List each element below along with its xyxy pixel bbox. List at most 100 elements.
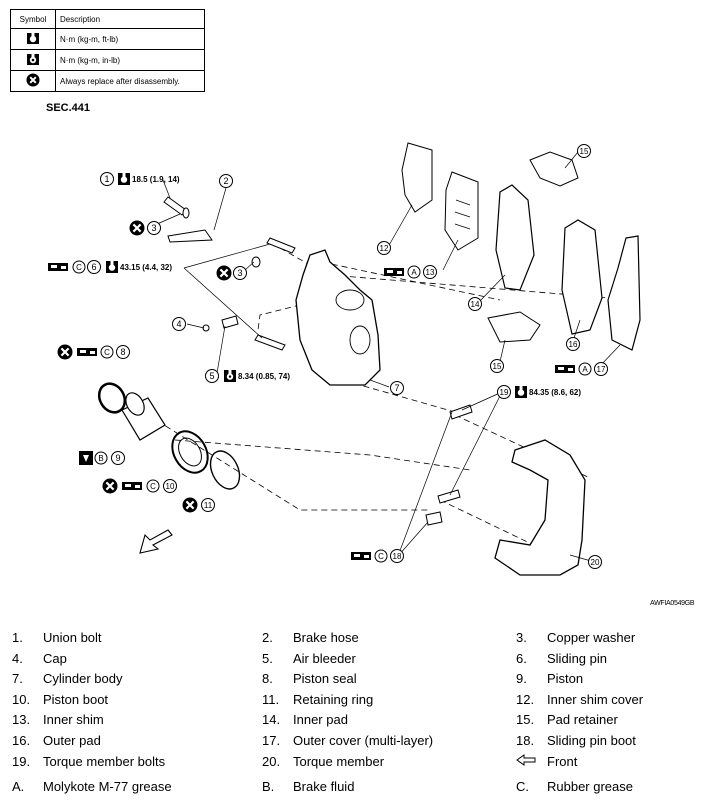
front-arrow-icon	[139, 529, 173, 554]
inner-shim-cover-part	[401, 142, 433, 213]
grease-icon	[77, 348, 97, 356]
letter-b: B	[98, 454, 103, 463]
svg-text:8: 8	[120, 347, 125, 357]
front-arrow-icon	[516, 753, 536, 766]
callout-4: 4	[172, 317, 186, 331]
symbol-description: N·m (kg-m, ft-lb)	[55, 28, 205, 50]
grease-icon	[122, 482, 142, 490]
legend-item-text: Brake fluid	[293, 779, 355, 795]
svg-text:9: 9	[115, 453, 120, 463]
torque-value-1: 18.5 (1.9, 14)	[132, 175, 180, 184]
svg-text:4: 4	[176, 319, 181, 329]
legend-item-number: A.	[12, 779, 25, 795]
legend-item-number: 15.	[516, 712, 535, 728]
svg-text:3: 3	[151, 223, 156, 233]
copper-washer-part	[182, 207, 190, 219]
legend-item-number	[516, 753, 536, 769]
legend-item-text: Piston seal	[293, 671, 357, 687]
brake-hose-part	[167, 229, 213, 243]
always-replace-icon	[215, 264, 233, 282]
legend-item-text: Molykote M-77 grease	[43, 779, 172, 795]
callout-9: 9	[111, 451, 125, 465]
callout-5: 5	[205, 369, 219, 383]
letter-c: C	[76, 263, 82, 272]
letter-a: A	[582, 365, 588, 374]
torque-value-6: 43.15 (4.4, 32)	[120, 263, 172, 272]
legend-item-number: 20.	[262, 753, 281, 769]
callout-14: 14	[468, 297, 482, 311]
legend-item-number: 12.	[516, 691, 535, 707]
legend-item-number: 13.	[12, 712, 31, 728]
legend-item-number: 5.	[262, 650, 273, 666]
symbol-header: Symbol	[10, 9, 56, 29]
svg-text:2: 2	[223, 176, 228, 186]
torque-value-19: 84.35 (8.6, 62)	[529, 388, 581, 397]
torque-member-bolt-part	[449, 404, 473, 420]
inner-pad-part	[495, 184, 535, 291]
description-header: Description	[55, 9, 205, 29]
grease-icon	[48, 263, 68, 271]
legend-item-number: 3.	[516, 630, 527, 645]
figure-code: AWFIA0549GB	[650, 600, 695, 607]
legend-item-text: Torque member bolts	[43, 753, 166, 769]
legend-item-text: Outer pad	[43, 732, 101, 748]
symbol-description: N·m (kg-m, in-lb)	[55, 49, 205, 71]
legend-item-text: Cap	[43, 650, 67, 666]
symbol-table: Symbol Description N·m (kg-m, ft-lb) N·m…	[10, 9, 205, 92]
svg-text:12: 12	[380, 244, 389, 253]
legend-item-number: 9.	[516, 671, 527, 687]
symbol-description: Always replace after disassembly.	[55, 70, 205, 92]
legend-item-number: 10.	[12, 691, 31, 707]
section-number: SEC.441	[46, 102, 91, 114]
svg-text:15: 15	[580, 147, 589, 156]
callout-2: 2	[219, 174, 233, 188]
legend-item-number: 16.	[12, 732, 31, 748]
legend-item-text: Inner shim	[43, 712, 104, 728]
legend-item-text: Piston	[547, 671, 584, 687]
legend-item-number: 19.	[12, 753, 31, 769]
torque-value-5: 8.34 (0.85, 74)	[238, 372, 290, 381]
svg-text:1: 1	[104, 174, 109, 184]
legend-item-number: C.	[516, 779, 529, 795]
always-replace-icon	[10, 70, 56, 92]
always-replace-icon	[181, 496, 199, 514]
callout-20: 20	[588, 555, 602, 569]
part-number-callouts: 1 2 3 3 4 5 6 7 8 9 10 11 12 13 14 15 15…	[87, 144, 608, 569]
callout-15a: 15	[577, 144, 591, 158]
legend-item-text: Front	[547, 753, 578, 769]
torque-wrench-icon	[10, 28, 56, 50]
brake-fluid-icon	[79, 451, 93, 465]
svg-text:18: 18	[393, 552, 402, 561]
svg-text:3: 3	[237, 268, 242, 278]
legend-item-text: Piston boot	[43, 691, 109, 707]
always-replace-icon	[101, 477, 119, 495]
svg-text:14: 14	[471, 300, 480, 309]
legend-item-number: 11.	[262, 691, 280, 707]
svg-text:19: 19	[500, 388, 509, 397]
legend-item-number: 1.	[12, 630, 23, 645]
torque-wrench-icon	[106, 261, 118, 273]
callout-6: 6	[87, 260, 101, 274]
legend-item-number: 6.	[516, 650, 527, 666]
legend-item-text: Inner pad	[293, 712, 348, 728]
retaining-ring-part	[209, 450, 241, 490]
legend-item-number: 18.	[516, 732, 535, 748]
callout-19: 19	[497, 385, 511, 399]
svg-text:16: 16	[569, 340, 578, 349]
outer-cover-part	[607, 235, 641, 351]
legend-item-text: Outer cover (multi-layer)	[293, 732, 434, 748]
legend-item-text: Rubber grease	[547, 779, 633, 795]
sliding-pin-part	[266, 237, 296, 254]
pad-retainer-top-part	[529, 151, 579, 187]
callout-8: 8	[116, 345, 130, 359]
grease-icon	[351, 552, 371, 560]
torque-wrench-small-icon	[224, 370, 236, 382]
callout-3b: 3	[233, 266, 247, 280]
legend-item-text: Inner shim cover	[547, 691, 644, 707]
